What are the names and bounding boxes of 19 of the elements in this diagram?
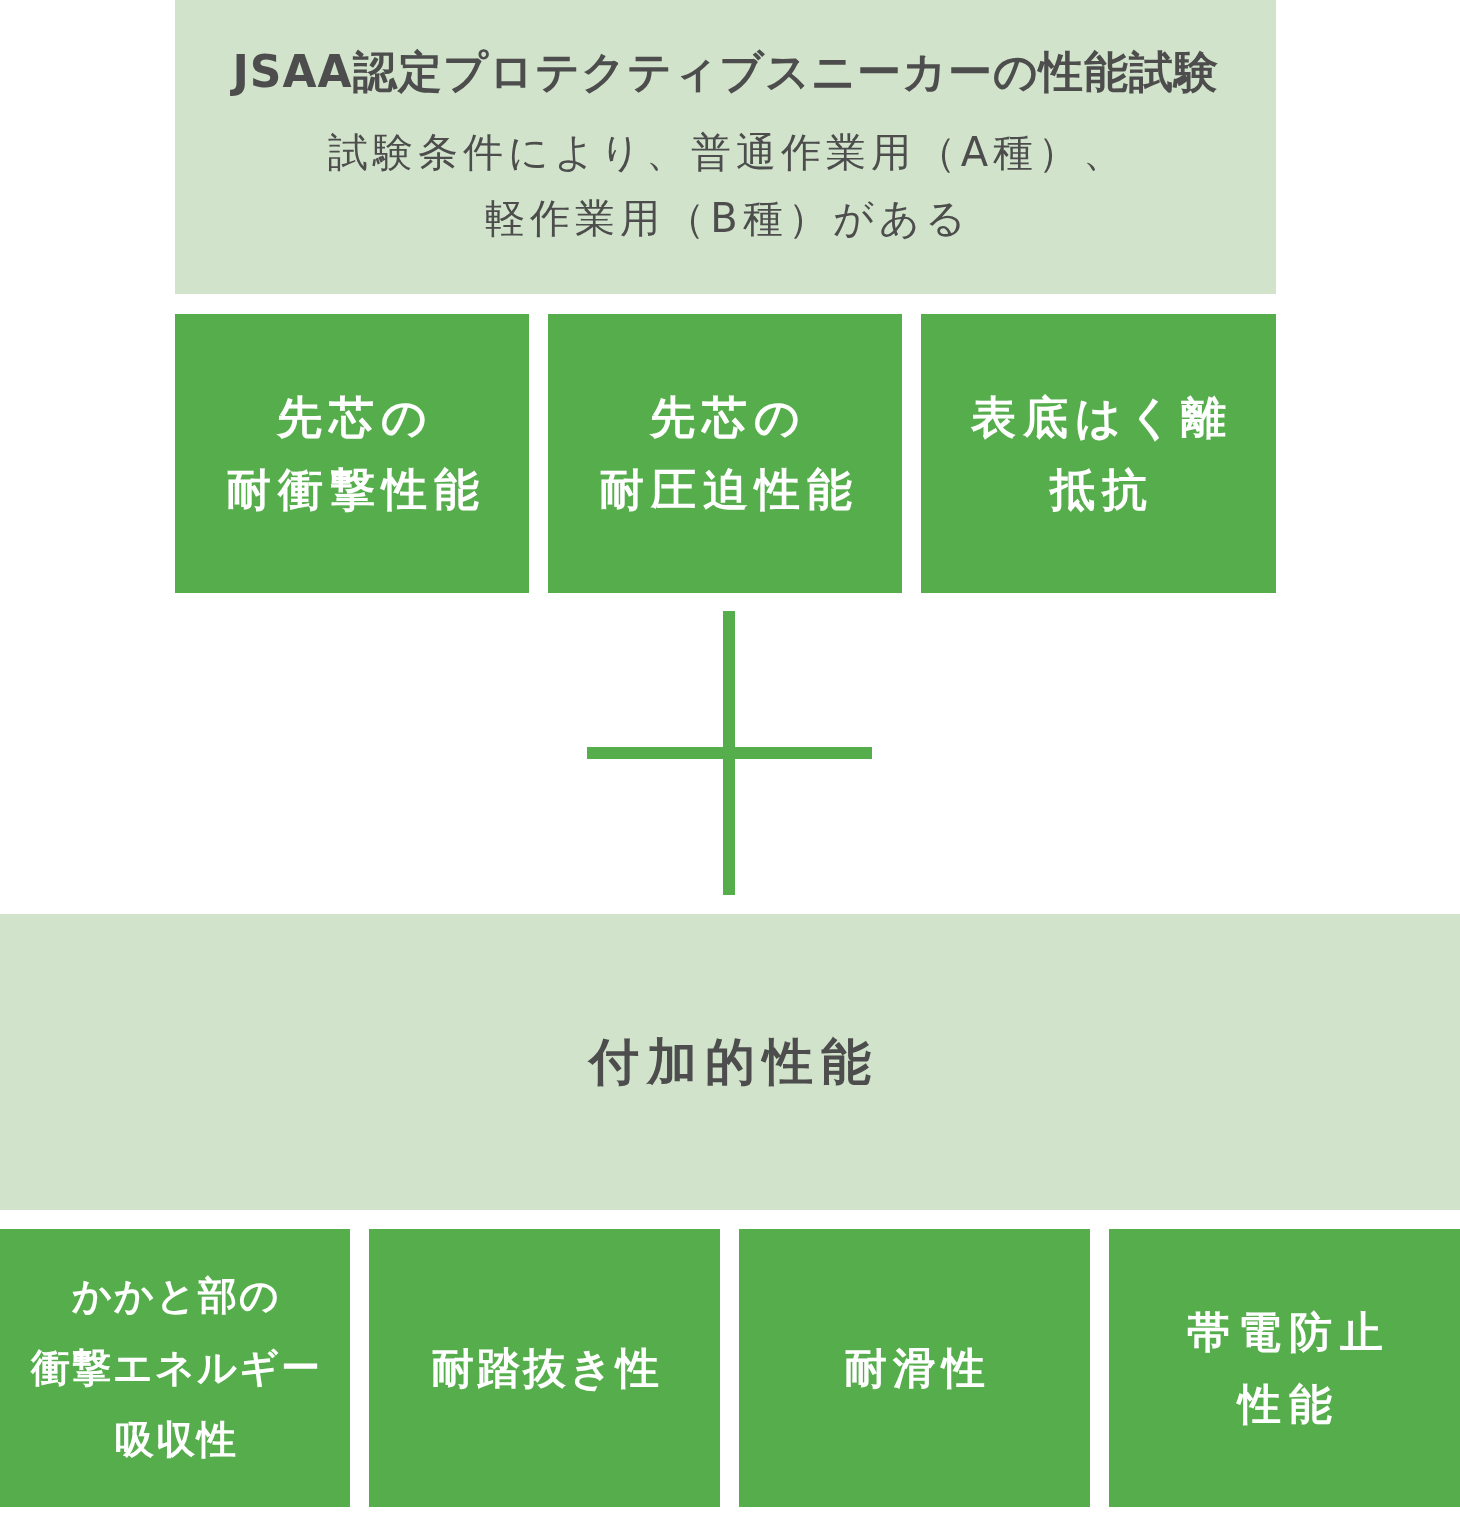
item-label: 耐踏抜き性 <box>429 1342 662 1395</box>
test-item-box <box>739 1229 1090 1507</box>
test-item-box <box>921 314 1276 593</box>
item-label: かかと部の衝撃エネルギー吸収性 <box>29 1272 323 1464</box>
item-label: 表底はく離抵抗 <box>970 389 1234 518</box>
test-item-box <box>548 314 902 593</box>
item-label: 先芯の耐衝撃性能 <box>224 389 487 518</box>
item-label: 付加的性能 <box>586 1032 879 1093</box>
header-panel <box>175 0 1276 294</box>
category-panel <box>0 914 1460 1210</box>
test-item-box <box>369 1229 720 1507</box>
panel-heading: JSAA認定プロテクティブスニーカーの性能試験 <box>232 45 1219 100</box>
test-item-box <box>1109 1229 1460 1507</box>
item-label: 帯電防止性能 <box>1185 1306 1392 1431</box>
item-label: 先芯の耐圧迫性能 <box>597 389 860 518</box>
test-item-box <box>0 1229 350 1507</box>
item-label: 耐滑性 <box>843 1342 991 1395</box>
panel-description: 試験条件により、普通作業用（A種）、軽作業用（B種）がある <box>326 127 1130 243</box>
test-item-box <box>175 314 529 593</box>
